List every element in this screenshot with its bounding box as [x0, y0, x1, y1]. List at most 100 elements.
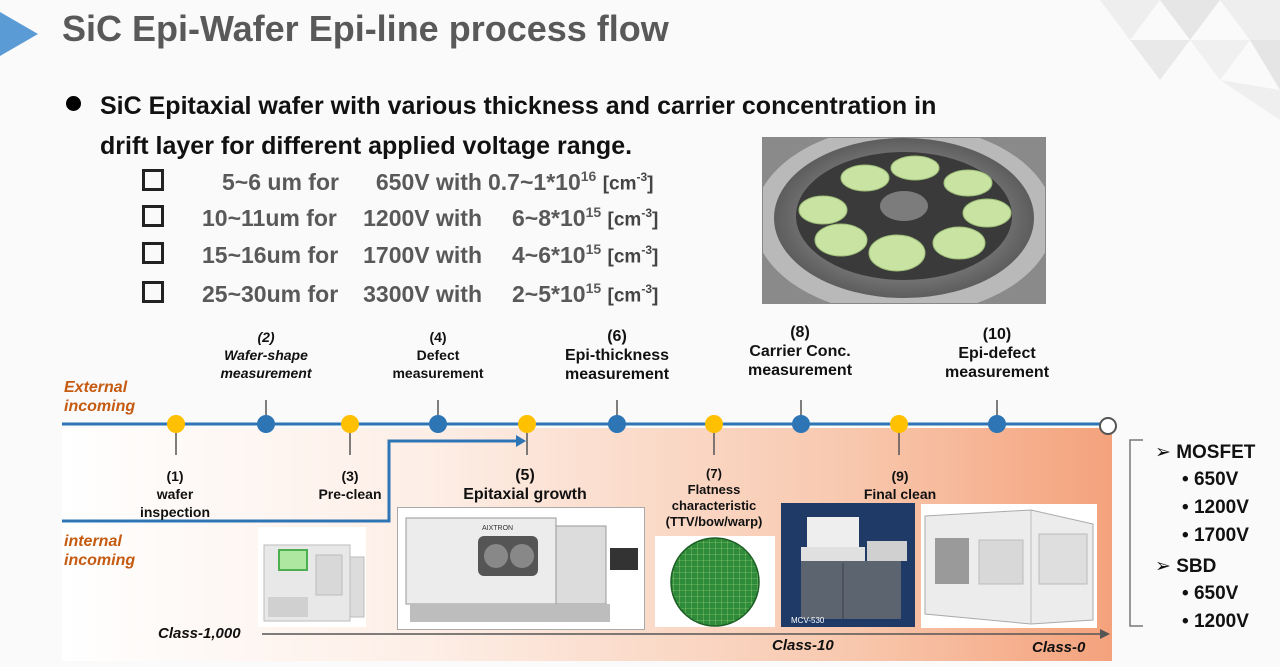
voltage-value: 650V [1193, 583, 1239, 604]
voltage-value: 1200V [1193, 611, 1249, 632]
class-0-label: Class-0 [1032, 639, 1086, 656]
step-dot-2 [257, 415, 275, 433]
step-text: wafer [156, 486, 194, 502]
step-6-label: (6) Epi-thickness measurement [542, 327, 692, 384]
spec-unit-exp: -3 [641, 282, 652, 296]
internal-incoming-label: internal incoming [64, 532, 135, 570]
product-name: SBD [1176, 556, 1217, 577]
spec-exp: 15 [585, 204, 602, 220]
spec-unit-exp: -3 [636, 170, 648, 184]
spec-conc: 4~6*10 [512, 241, 586, 268]
spec-unit-exp: -3 [641, 243, 652, 257]
spec-thickness: 15~16um for [202, 241, 339, 268]
external-line-1: External [64, 379, 128, 396]
epi-reactor-image: AIXTRON [397, 507, 645, 630]
spec-exp: 15 [585, 280, 602, 296]
aixtron-brand-text: AIXTRON [482, 525, 513, 532]
external-line-2: incoming [64, 398, 136, 415]
voltage-value: 650V [1193, 469, 1239, 490]
step-dot-6 [608, 415, 626, 433]
reactor-susceptor-photo [762, 137, 1046, 304]
step-number: (2) [257, 329, 275, 345]
mcv-tool-image: MCV-530 [781, 503, 915, 627]
step-number: (8) [790, 324, 810, 341]
step-number: (6) [607, 328, 627, 345]
bullet-line-2: drift layer for different applied voltag… [100, 132, 633, 160]
step-number: (7) [706, 466, 722, 481]
step-2-label: (2) Wafer-shape measurement [200, 328, 332, 382]
voltage-value: 1200V [1193, 497, 1249, 518]
product-voltage: • 650V [1182, 469, 1239, 490]
flatness-map-image [655, 536, 775, 627]
step-text: Carrier Conc. [749, 343, 851, 360]
step-number: (4) [429, 329, 447, 345]
step-dot-3 [341, 415, 359, 433]
step-number: (3) [341, 468, 359, 484]
step-text: Epi-thickness [564, 347, 670, 364]
step-number: (1) [166, 468, 184, 484]
spec-voltage: 1700V with [363, 241, 482, 268]
product-mosfet: ➢ MOSFET [1155, 441, 1255, 464]
spec-unit-end: ] [652, 285, 659, 307]
arrow-bullet-icon: ➢ [1155, 442, 1171, 463]
step-9-label: (9) Final clean [850, 467, 950, 503]
spec-voltage: 650V with [375, 168, 482, 195]
step-dot-1 [167, 415, 185, 433]
product-voltage: • 1200V [1182, 497, 1249, 518]
step-7-label: (7) Flatness characteristic (TTV/bow/war… [650, 466, 778, 530]
step-text: Flatness [687, 482, 741, 497]
step-text: inspection [139, 504, 210, 520]
step-dot-7 [705, 415, 723, 433]
step-dot-5 [518, 415, 536, 433]
internal-line-1: internal [64, 533, 122, 550]
corner-decoration [1100, 0, 1280, 120]
step-text: Pre-clean [318, 486, 382, 502]
internal-arrow-head [516, 435, 526, 447]
final-clean-tool-image [921, 504, 1097, 628]
step-number: (9) [891, 468, 909, 484]
step-text: measurement [220, 365, 312, 381]
spec-unit: [cm [602, 173, 637, 195]
product-name: MOSFET [1176, 442, 1256, 463]
product-bracket [1129, 439, 1143, 627]
step-number: (5) [515, 467, 535, 484]
spec-thickness: 10~11um for [202, 204, 337, 231]
step-10-label: (10) Epi-defect measurement [922, 325, 1072, 382]
spec-exp: 16 [580, 168, 597, 184]
step-text: Wafer-shape [224, 347, 308, 363]
class-10-label: Class-10 [772, 637, 834, 654]
inspection-tool-image [258, 527, 366, 627]
spec-unit-end: ] [652, 209, 659, 231]
spec-voltage: 1200V with [363, 204, 482, 231]
step-4-label: (4) Defect measurement [378, 328, 498, 382]
step-dot-4 [429, 415, 447, 433]
step-text: Epitaxial growth [463, 486, 587, 503]
checkbox-square-icon [142, 241, 164, 264]
step-text: measurement [747, 362, 853, 379]
step-8-label: (8) Carrier Conc. measurement [724, 323, 876, 380]
step-3-label: (3) Pre-clean [300, 467, 400, 503]
product-voltage: • 1200V [1182, 611, 1249, 632]
internal-flow-line [62, 439, 518, 523]
step-text: characteristic [671, 498, 757, 513]
checkbox-square-icon [142, 280, 164, 303]
step-dot-10 [988, 415, 1006, 433]
step-text: measurement [944, 364, 1050, 381]
spec-unit: [cm [607, 285, 642, 307]
product-voltage: • 1700V [1182, 525, 1249, 546]
step-text: Epi-defect [958, 345, 1036, 362]
spec-exp: 15 [585, 241, 602, 257]
step-text: (TTV/bow/warp) [665, 514, 763, 529]
step-dot-9 [890, 415, 908, 433]
bullet-line-1: SiC Epitaxial wafer with various thickne… [100, 92, 937, 120]
class-1000-label: Class-1,000 [158, 625, 241, 642]
spec-unit-end: ] [647, 173, 654, 195]
flow-end-circle [1099, 417, 1117, 435]
bullet-text: SiC Epitaxial wafer with various thickne… [100, 86, 1060, 166]
external-incoming-label: External incoming [64, 378, 135, 416]
step-1-label: (1) wafer inspection [120, 467, 230, 521]
